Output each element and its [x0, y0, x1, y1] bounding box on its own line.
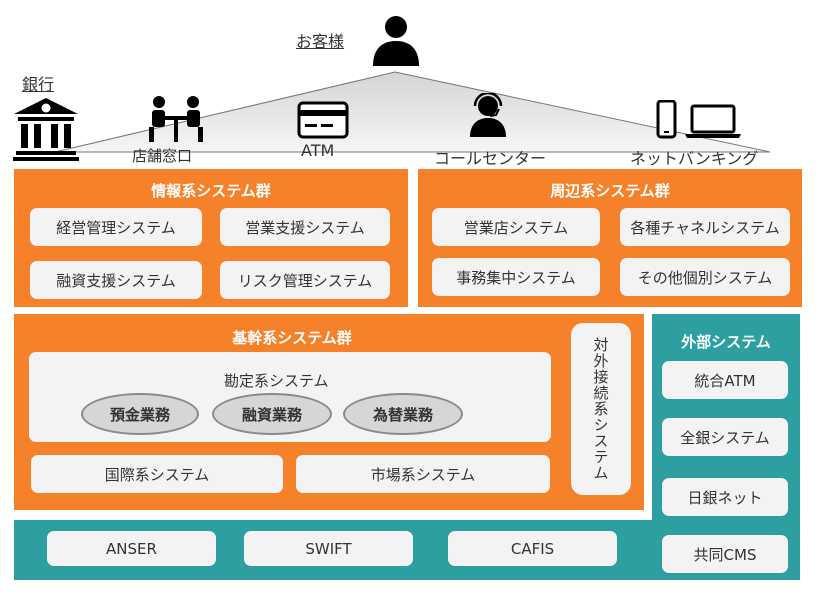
market-system-box: 市場系システム [296, 455, 550, 493]
external-systems-title: 外部システム [681, 333, 771, 351]
customer-label: お客様 [296, 32, 345, 51]
zengin-system-box: 全銀システム [662, 418, 788, 456]
joint-cms-box: 共同CMS [662, 535, 788, 573]
exchange-service-pill: 為替業務 [343, 393, 463, 435]
call-center-operator-icon [470, 93, 506, 137]
roof-shape [54, 71, 771, 153]
cafis-box: CAFIS [448, 531, 617, 566]
channel-system-box: 各種チャネルシステム [620, 208, 790, 246]
external-connection-system-box: 対外接続系システム [571, 323, 631, 495]
peripheral-systems-title: 周辺系システム群 [550, 182, 670, 200]
boj-net-box: 日銀ネット [662, 478, 788, 516]
swift-box: SWIFT [244, 531, 413, 566]
branch-counter-icon [149, 96, 203, 142]
branch-system-box: 営業店システム [432, 208, 600, 246]
management-system-box: 経営管理システム [30, 208, 202, 246]
international-system-box: 国際系システム [31, 455, 283, 493]
risk-management-system-box: リスク管理システム [220, 261, 390, 299]
information-systems-title: 情報系システム群 [151, 182, 271, 200]
channel-label-net-banking: ネットバンキング [630, 149, 759, 168]
accounting-system-title: 勘定系システム [224, 372, 329, 390]
bank-building-icon [13, 98, 79, 161]
integrated-atm-box: 統合ATM [662, 361, 788, 399]
loan-service-pill: 融資業務 [212, 393, 332, 435]
channel-label-call-center: コールセンター [434, 149, 547, 168]
anser-box: ANSER [47, 531, 216, 566]
core-systems-title: 基幹系システム群 [232, 329, 352, 347]
other-individual-system-box: その他個別システム [620, 258, 790, 296]
atm-card-icon [297, 101, 349, 139]
operations-center-system-box: 事務集中システム [432, 258, 600, 296]
bank-label: 銀行 [22, 75, 55, 94]
loan-support-system-box: 融資支援システム [30, 261, 202, 299]
phone-laptop-icon [656, 100, 741, 139]
channel-label-atm: ATM [301, 141, 335, 160]
sales-support-system-box: 営業支援システム [220, 208, 390, 246]
person-icon [373, 16, 419, 66]
deposit-service-pill: 預金業務 [81, 393, 199, 435]
channel-label-counter: 店舗窓口 [132, 147, 193, 165]
